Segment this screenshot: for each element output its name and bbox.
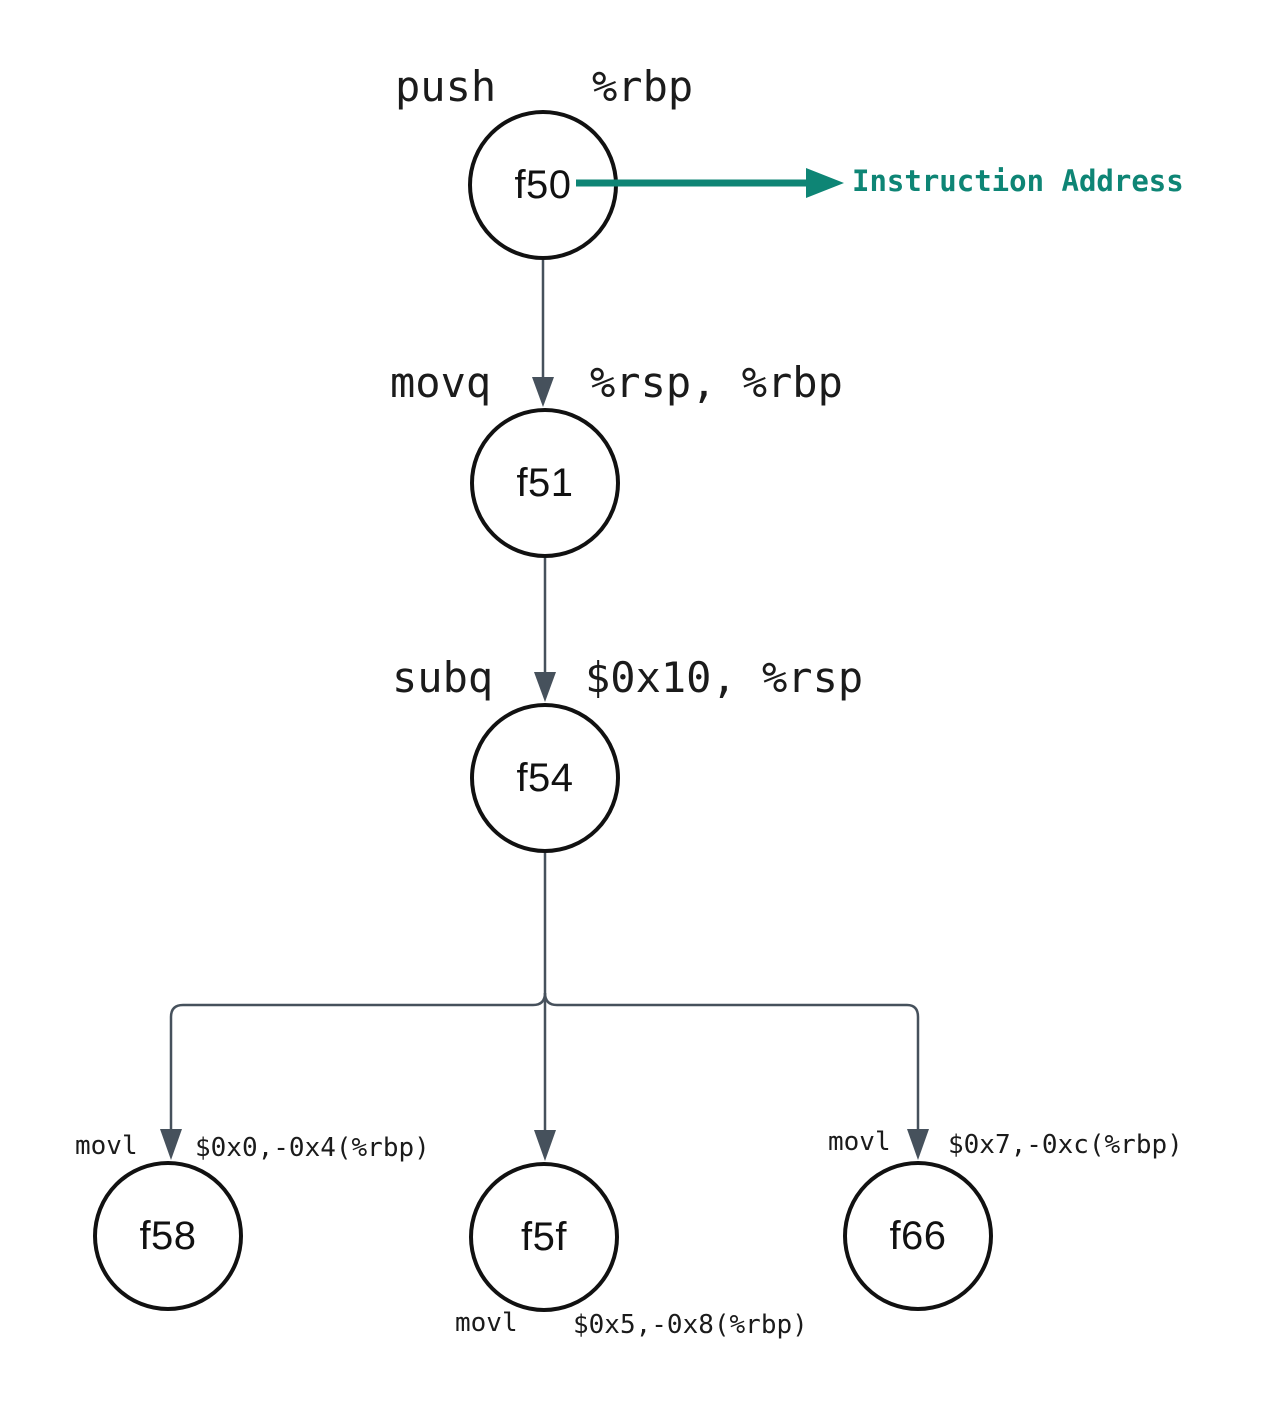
f51-mnemonic: movq xyxy=(390,358,492,407)
annotation-arrowhead xyxy=(806,168,844,198)
node-f54: f54 xyxy=(470,703,620,853)
f54-operands: $0x10, %rsp xyxy=(585,653,864,702)
f5f-operands: $0x5,-0x8(%rbp) xyxy=(573,1310,808,1340)
node-f66-label: f66 xyxy=(889,1214,947,1258)
arrowhead-into-f5f xyxy=(534,1130,556,1161)
node-f51: f51 xyxy=(470,408,620,558)
node-f50: f50 xyxy=(468,110,618,260)
node-f66: f66 xyxy=(843,1161,993,1311)
instruction-address-annotation: Instruction Address xyxy=(852,164,1184,198)
node-f54-label: f54 xyxy=(516,756,574,800)
node-f58: f58 xyxy=(93,1161,243,1311)
f66-operands: $0x7,-0xc(%rbp) xyxy=(948,1130,1183,1160)
edge-f54-f58 xyxy=(169,992,547,1129)
arrowhead-into-f58 xyxy=(160,1129,182,1160)
f51-operands: %rsp, %rbp xyxy=(590,358,843,407)
node-f51-label: f51 xyxy=(516,461,574,505)
arrowhead-into-f54 xyxy=(534,672,556,702)
f58-mnemonic: movl xyxy=(75,1131,138,1161)
arrowhead-into-f66 xyxy=(907,1129,929,1160)
f54-mnemonic: subq xyxy=(392,653,494,702)
node-f5f-label: f5f xyxy=(521,1215,567,1259)
arrowhead-into-f51 xyxy=(532,377,554,407)
f50-mnemonic: push xyxy=(395,62,497,111)
f50-operands: %rbp xyxy=(592,62,694,111)
node-f50-label: f50 xyxy=(514,163,572,207)
node-f5f: f5f xyxy=(469,1162,619,1312)
f5f-mnemonic: movl xyxy=(455,1308,518,1338)
f58-operands: $0x0,-0x4(%rbp) xyxy=(195,1133,430,1163)
edge-f54-f66 xyxy=(543,992,920,1129)
node-f58-label: f58 xyxy=(139,1214,197,1258)
f66-mnemonic: movl xyxy=(828,1127,891,1157)
